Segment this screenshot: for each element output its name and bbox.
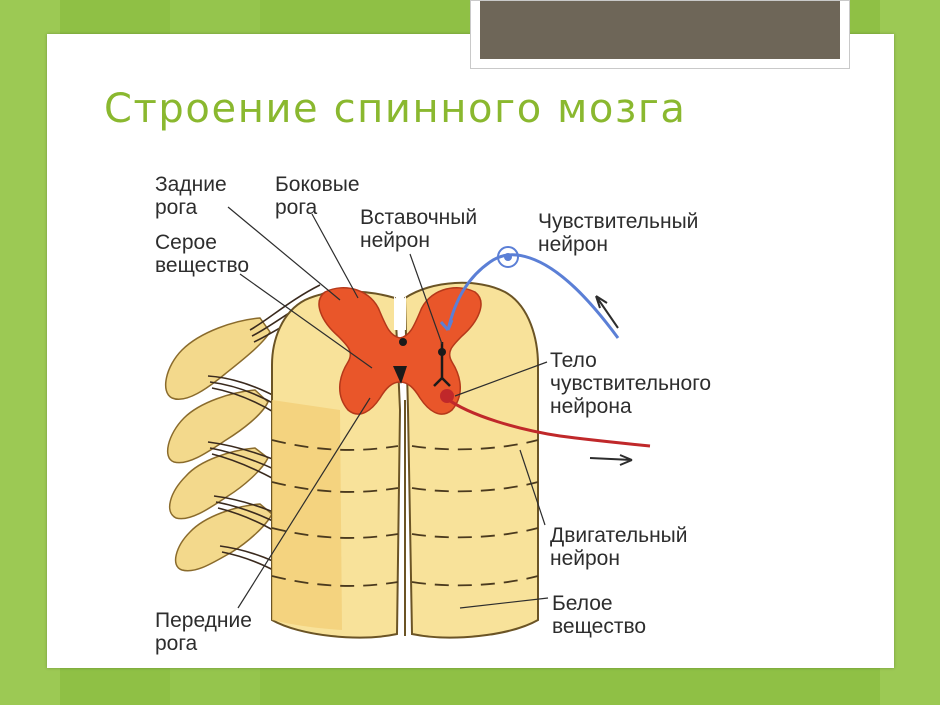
sensory-arrow xyxy=(595,295,619,329)
label-line: вещество xyxy=(155,254,249,277)
leader-lines xyxy=(227,206,549,609)
label-anterior-horns: Передние рога xyxy=(155,609,258,655)
motor-neuron-path xyxy=(445,396,651,448)
label-line: Вставочный xyxy=(360,206,477,229)
title-placeholder-fill xyxy=(480,1,840,59)
nerve-root-4 xyxy=(174,503,273,572)
label-sensory-neuron: Чувствительный нейрон xyxy=(538,210,704,256)
label-line: нейрон xyxy=(550,547,620,570)
label-posterior-horns: Задние рога xyxy=(155,173,232,219)
segment-lines xyxy=(271,439,539,587)
label-line: рога xyxy=(155,632,198,655)
label-interneuron: Вставочный нейрон xyxy=(360,206,483,252)
label-line: Тело xyxy=(550,349,597,372)
sensory-ganglion-core xyxy=(504,253,512,261)
label-line: Двигательный xyxy=(550,524,688,547)
label-line: Чувствительный xyxy=(538,210,698,233)
label-motor-neuron: Двигательный нейрон xyxy=(550,524,693,570)
cord-side-shade xyxy=(272,400,342,630)
posterior-median-groove xyxy=(394,296,406,330)
motor-neuron-body xyxy=(440,389,454,403)
nerve-root-3 xyxy=(168,447,269,520)
central-canal xyxy=(393,366,407,384)
label-lateral-horns: Боковые рога xyxy=(275,173,365,219)
gray-center-dot xyxy=(399,338,407,346)
interneuron-body xyxy=(438,348,446,356)
label-line: Белое xyxy=(552,592,613,615)
nerve-roots xyxy=(164,317,273,572)
label-line: рога xyxy=(275,196,318,219)
nerve-root-1 xyxy=(164,317,271,400)
slide-title: Строение спинного мозга xyxy=(104,86,687,132)
label-line: нейрона xyxy=(550,395,632,418)
label-line: нейрон xyxy=(360,229,430,252)
label-line: вещество xyxy=(552,615,646,638)
title-placeholder-box xyxy=(470,0,850,69)
label-line: чувствительного xyxy=(550,372,711,395)
motor-arrow xyxy=(589,454,633,466)
label-line: Серое xyxy=(155,231,217,254)
label-line: Передние xyxy=(155,609,252,632)
sensory-neuron-path xyxy=(439,253,620,339)
label-line: нейрон xyxy=(538,233,608,256)
nerve-root-2 xyxy=(166,389,269,464)
gray-matter xyxy=(318,287,482,415)
label-white-matter: Белое вещество xyxy=(552,592,646,638)
label-line: Боковые xyxy=(275,173,360,196)
label-line: Задние xyxy=(155,173,227,196)
label-sensory-body: Тело чувствительного нейрона xyxy=(550,349,717,418)
sensory-ganglion xyxy=(497,246,519,268)
label-gray-matter: Серое вещество xyxy=(155,231,249,277)
label-line: рога xyxy=(155,196,198,219)
